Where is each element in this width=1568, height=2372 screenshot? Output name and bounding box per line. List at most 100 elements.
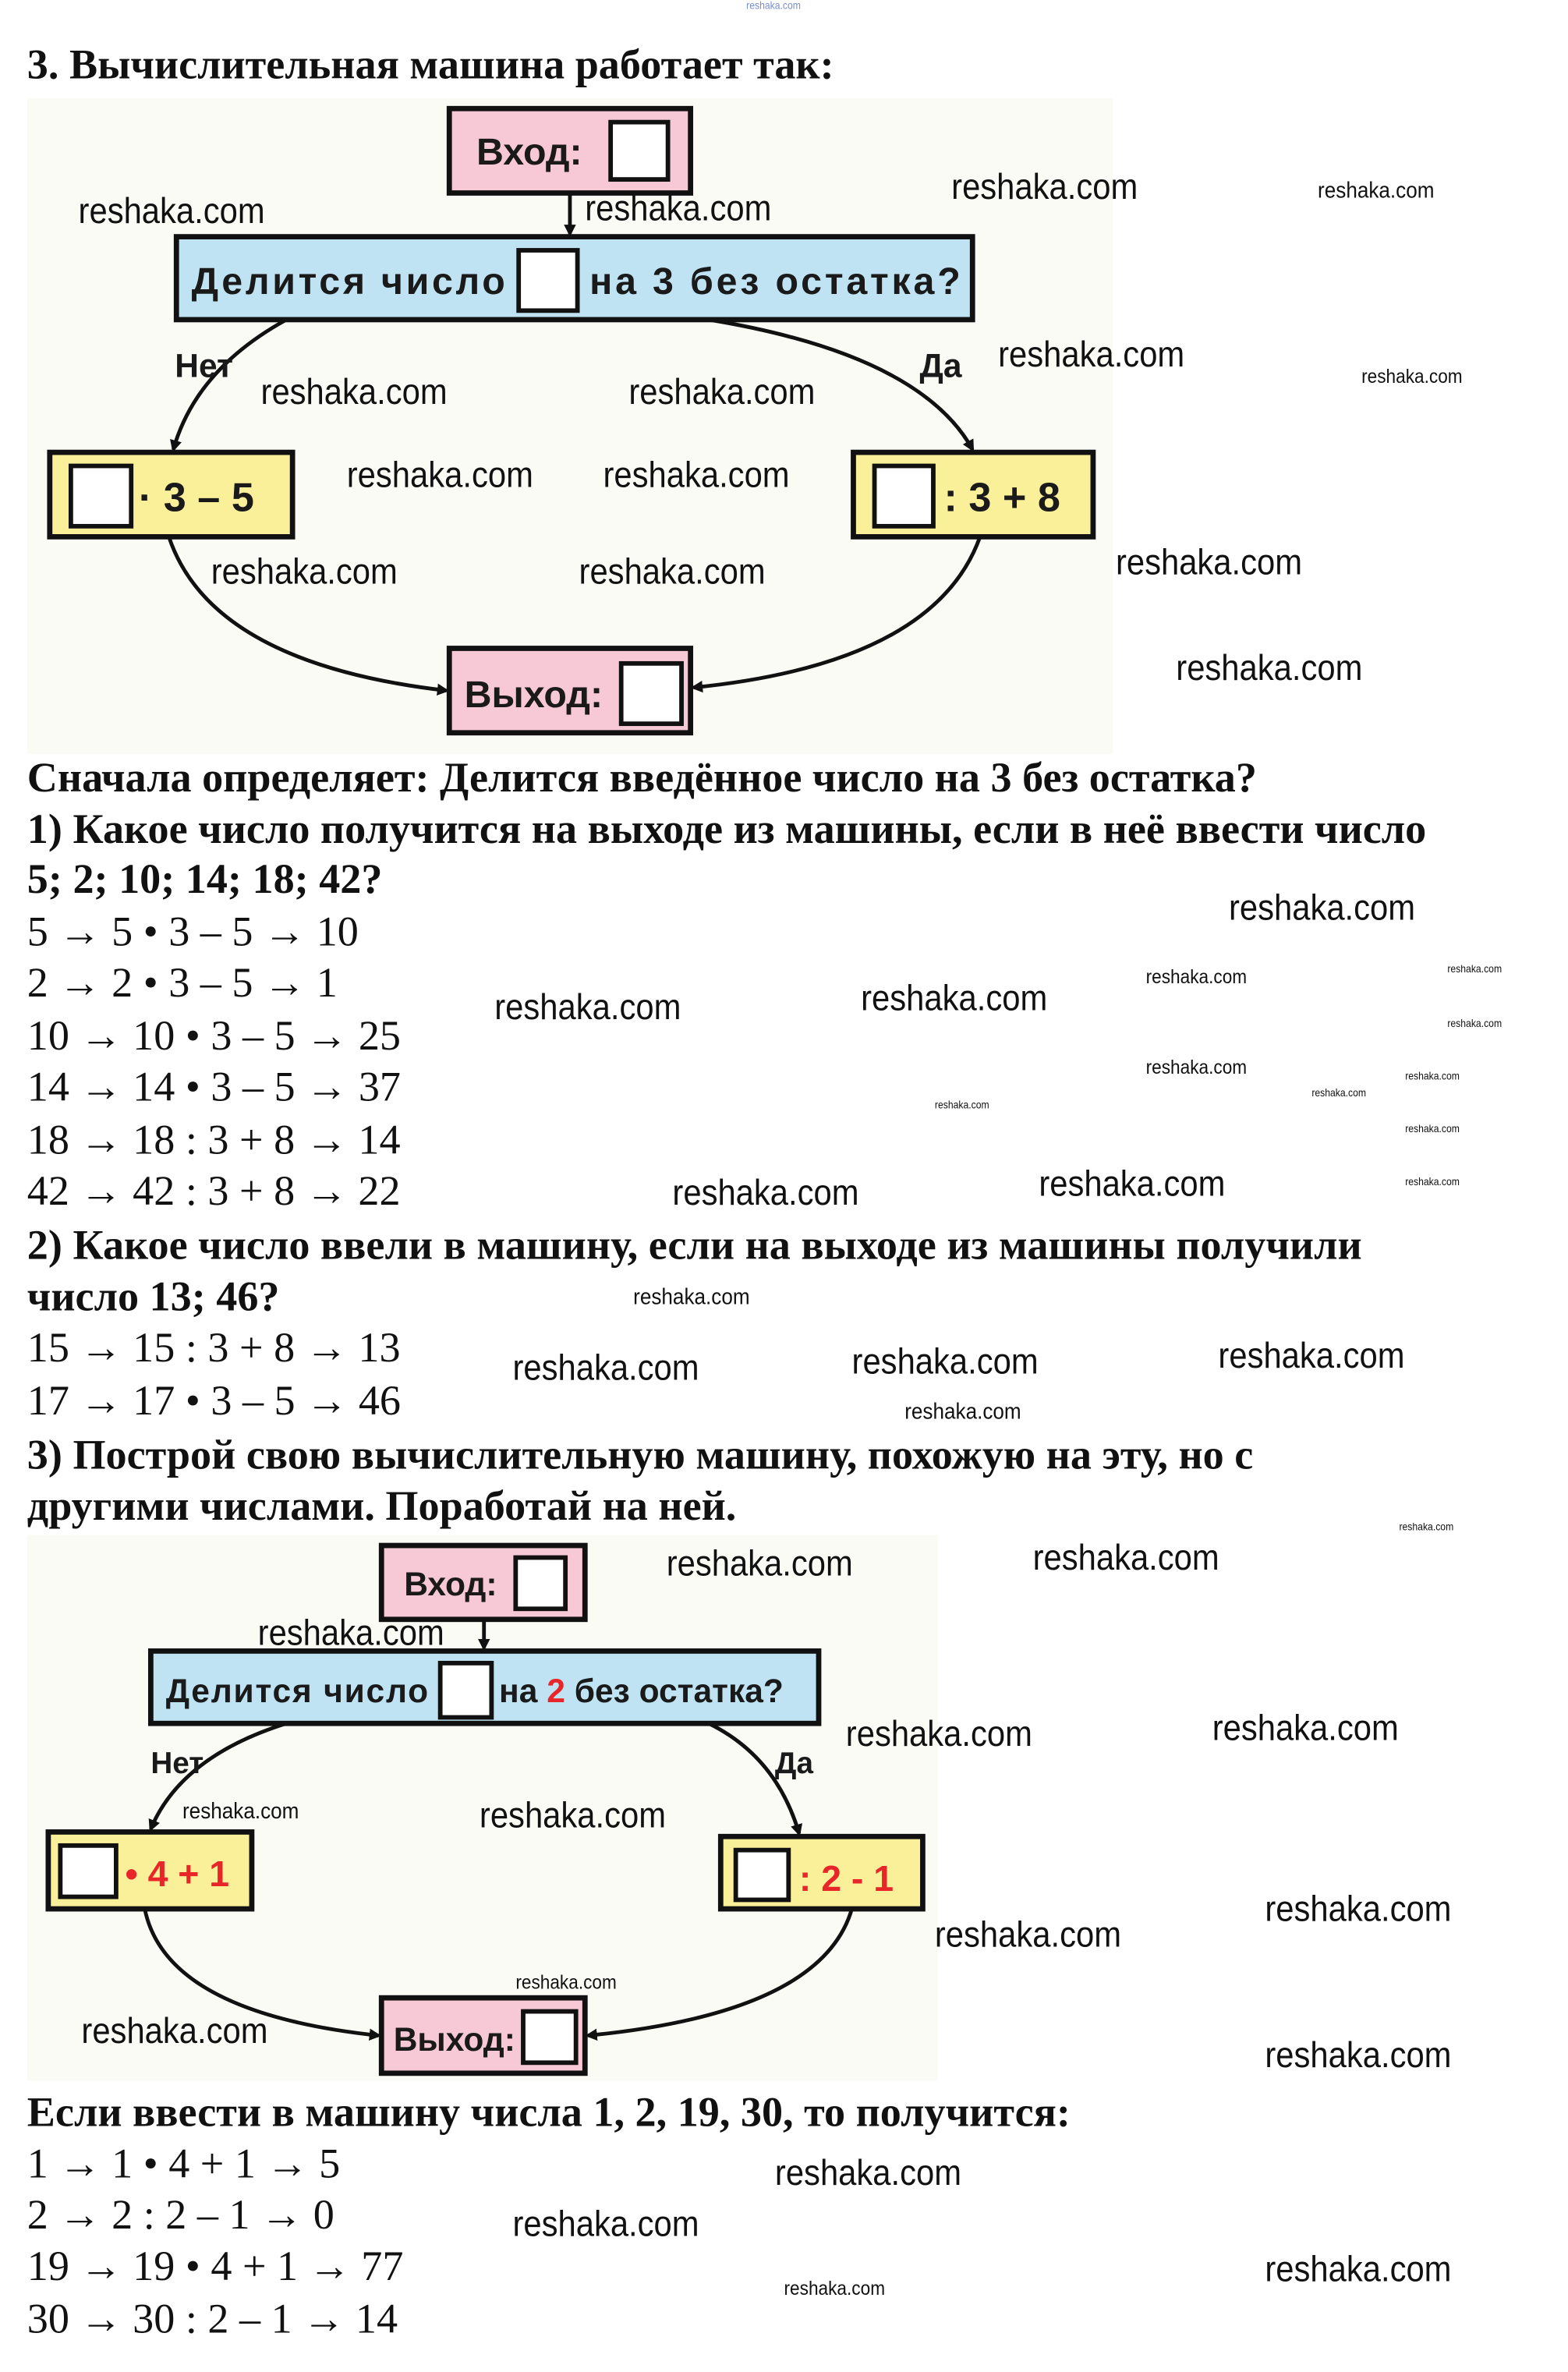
watermark: reshaka.com xyxy=(951,167,1138,208)
answer-line: 17 → 17 • 3 – 5 → 46 xyxy=(27,1378,402,1425)
watermark: reshaka.com xyxy=(81,2011,268,2052)
no-label: Нет xyxy=(150,1747,204,1780)
watermark: reshaka.com xyxy=(774,2153,962,2194)
yes-operation-slot xyxy=(733,1847,791,1903)
answer-line: 10 → 10 • 3 – 5 → 25 xyxy=(27,1013,402,1060)
watermark: reshaka.com xyxy=(260,372,448,413)
output-slot xyxy=(618,660,684,727)
watermark: reshaka.com xyxy=(1405,1071,1460,1083)
watermark: reshaka.com xyxy=(1176,648,1363,689)
watermark: reshaka.com xyxy=(512,1347,699,1389)
watermark: reshaka.com xyxy=(512,2204,699,2246)
yes-operation-text: : 3 + 8 xyxy=(943,476,1060,521)
no-operation-text: · 3 – 5 xyxy=(139,476,254,521)
answer-line: 30 → 30 : 2 – 1 → 14 xyxy=(27,2296,398,2343)
watermark: reshaka.com xyxy=(1212,1708,1399,1750)
watermark: reshaka.com xyxy=(1447,965,1503,976)
diagram-1: Вход: Делится число на 3 без остатка? Не… xyxy=(27,97,1113,754)
no-label: Нет xyxy=(175,347,233,384)
arrow-yes xyxy=(707,1722,803,1837)
watermark: reshaka.com xyxy=(1145,965,1248,988)
watermark: reshaka.com xyxy=(1145,1055,1248,1078)
output-slot xyxy=(521,2009,579,2066)
watermark: reshaka.com xyxy=(1361,364,1463,388)
question-3-line-2: другими числами. Поработай на ней. xyxy=(27,1483,737,1531)
watermark: reshaka.com xyxy=(585,188,772,229)
answer-line: 14 → 14 • 3 – 5 → 37 xyxy=(27,1064,402,1112)
diagram-2: Вход: Делится число на 2 без остатка? Не… xyxy=(27,1535,938,2081)
watermark: reshaka.com xyxy=(851,1341,1039,1383)
output-label: Выход: xyxy=(394,2021,515,2059)
input-label: Вход: xyxy=(404,1566,497,1603)
no-operation-slot xyxy=(68,463,134,529)
arrow-no-to-output xyxy=(167,536,450,696)
answer-line: 2 → 2 • 3 – 5 → 1 xyxy=(27,960,338,1007)
watermark: reshaka.com xyxy=(515,1970,617,1994)
watermark: reshaka.com xyxy=(1218,1336,1405,1377)
watermark: reshaka.com xyxy=(845,1714,1032,1755)
watermark: reshaka.com xyxy=(211,551,398,593)
question-text-left: Делится число xyxy=(166,1673,428,1710)
output-label: Выход: xyxy=(465,674,603,716)
watermark: reshaka.com xyxy=(1032,1538,1219,1579)
watermark: reshaka.com xyxy=(1405,1177,1460,1188)
answer-line: 1 → 1 • 4 + 1 → 5 xyxy=(27,2140,341,2188)
watermark: reshaka.com xyxy=(1265,2035,1452,2076)
watermark: reshaka.com xyxy=(346,455,533,497)
question-1-line-1: 1) Какое число получится на выходе из ма… xyxy=(27,806,1427,854)
no-operation-text: • 4 + 1 xyxy=(125,1853,229,1894)
question-text-right: на 3 без остатка? xyxy=(589,260,961,303)
watermark: reshaka.com xyxy=(1039,1163,1226,1205)
watermark: reshaka.com xyxy=(934,1100,989,1112)
watermark: reshaka.com xyxy=(479,1796,667,1837)
arrow-no-to-output xyxy=(143,1908,382,2041)
yes-label: Да xyxy=(920,347,962,384)
result-intro: Если ввести в машину числа 1, 2, 19, 30,… xyxy=(27,2090,1071,2137)
answer-line: 5 → 5 • 3 – 5 → 10 xyxy=(27,909,359,956)
input-label: Вход: xyxy=(476,131,582,173)
input-slot xyxy=(608,119,671,182)
arrow-no xyxy=(170,317,288,452)
question-2-line-2: число 13; 46? xyxy=(27,1273,280,1321)
watermark: reshaka.com xyxy=(784,2276,886,2299)
watermark: reshaka.com xyxy=(182,1798,299,1825)
yes-operation-slot xyxy=(872,463,936,529)
watermark: reshaka.com xyxy=(1228,887,1416,929)
input-slot xyxy=(513,1555,568,1612)
watermark: reshaka.com xyxy=(666,1544,853,1585)
watermark: reshaka.com xyxy=(672,1173,859,1214)
intro-text: Сначала определяет: Делится введённое чи… xyxy=(27,755,1257,802)
watermark: reshaka.com xyxy=(1265,1889,1452,1931)
watermark: reshaka.com xyxy=(998,335,1185,376)
no-operation-slot xyxy=(58,1843,119,1899)
watermark: reshaka.com xyxy=(1399,1523,1454,1534)
question-3-line-1: 3) Построй свою вычислительную машину, п… xyxy=(27,1432,1254,1479)
watermark: reshaka.com xyxy=(494,987,681,1028)
watermark: reshaka.com xyxy=(1447,1019,1503,1030)
question-1-line-2: 5; 2; 10; 14; 18; 42? xyxy=(27,856,383,904)
answer-line: 15 → 15 : 3 + 8 → 13 xyxy=(27,1325,401,1372)
watermark: reshaka.com xyxy=(633,1284,750,1311)
yes-operation-text: : 2 - 1 xyxy=(799,1858,894,1899)
watermark: reshaka.com xyxy=(78,191,265,232)
arrow-no xyxy=(148,1721,288,1832)
watermark: reshaka.com xyxy=(628,372,816,413)
watermark: reshaka.com xyxy=(861,978,1048,1020)
answer-line: 2 → 2 : 2 – 1 → 0 xyxy=(27,2192,334,2239)
question-slot xyxy=(437,1660,494,1720)
answer-line: 19 → 19 • 4 + 1 → 77 xyxy=(27,2243,404,2291)
watermark: reshaka.com xyxy=(579,551,766,593)
watermark: reshaka.com xyxy=(1311,1089,1367,1099)
watermark: reshaka.com xyxy=(1115,543,1303,584)
watermark: reshaka.com xyxy=(603,455,790,497)
watermark: reshaka.com xyxy=(1265,2250,1452,2291)
question-slot xyxy=(516,248,580,313)
divisor: 2 xyxy=(547,1673,565,1710)
answer-line: 42 → 42 : 3 + 8 → 22 xyxy=(27,1168,401,1216)
question-text-left: Делится число xyxy=(192,260,505,303)
question-text-right: на 2 без остатка? xyxy=(499,1673,784,1710)
answer-line: 18 → 18 : 3 + 8 → 14 xyxy=(27,1117,401,1164)
question-2-line-1: 2) Какое число ввели в машину, если на в… xyxy=(27,1223,1362,1270)
